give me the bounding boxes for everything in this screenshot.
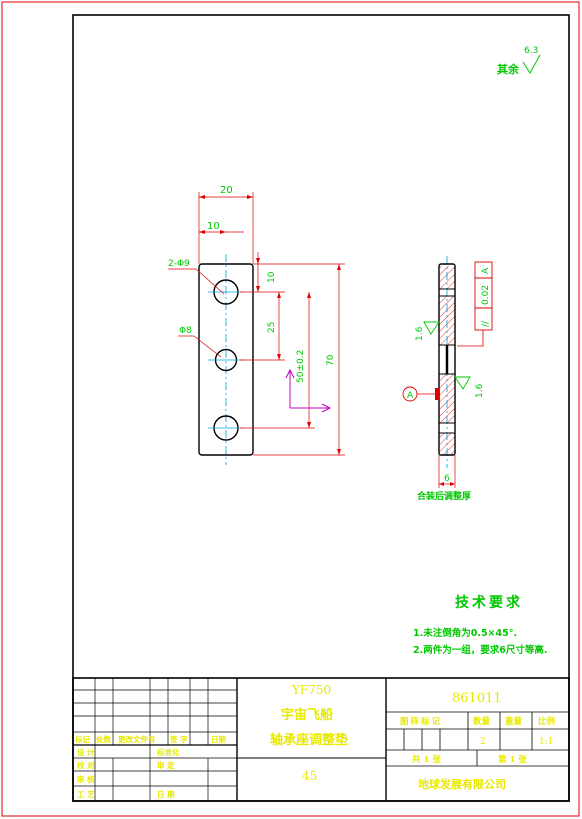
rev-count: 处数: [95, 734, 111, 744]
parallelism-frame: [474, 261, 493, 331]
datum-label: A: [407, 391, 414, 401]
dim-hole-x: 10: [207, 221, 220, 232]
sheets-total: 共 1 张: [412, 754, 441, 765]
role-check: 校 对: [77, 760, 95, 770]
product-code: YF750: [291, 683, 331, 697]
hdr-qty: 数量: [473, 716, 491, 727]
company-name: 地球发展有限公司: [418, 777, 506, 791]
role-design: 设 计: [77, 747, 95, 757]
tech-req-line2: 2.两件为一组，要求6尺寸等高.: [413, 644, 547, 656]
parallel-tol: 0.02: [481, 285, 491, 305]
roughness-general: 其余 6.3: [497, 46, 541, 76]
dim-pitch2: 50±0.2: [296, 350, 306, 383]
sheet-no: 第 1 张: [498, 754, 527, 765]
leader-center: [193, 335, 222, 358]
roughness-right-icon: [454, 376, 471, 390]
side-view: 1.6 1.6 // 0.02 A A 6 合装后调整厚: [402, 256, 493, 502]
hdr-scale: 比例: [538, 716, 556, 727]
roughness-label: 其余: [497, 62, 520, 76]
dim-height: 70: [326, 354, 336, 366]
hdr-weight: 重量: [505, 716, 523, 727]
rev-date: 日期: [211, 734, 226, 744]
roughness-symbol-icon: [522, 54, 541, 74]
roughness-left-icon: [423, 321, 440, 335]
title-block: 标记 处数 更改文件号 签 字 日期 设 计 校 对 审 核 工 艺 标准化 审…: [72, 677, 570, 802]
role-approve: 审 定: [157, 760, 175, 770]
part-name: 轴承座调整垫: [270, 732, 348, 748]
rev-mark: 标记: [74, 734, 90, 744]
roughness-value: 6.3: [524, 46, 538, 56]
leader-holes: [195, 268, 225, 295]
scale-value: 1:1: [539, 737, 553, 747]
parallel-datum: A: [481, 267, 491, 274]
side-note: 合装后调整厚: [417, 490, 471, 502]
rev-doc: 更改文件号: [118, 734, 156, 744]
ucs-axis-icon: [285, 368, 332, 413]
product-name: 宇宙飞船: [281, 707, 333, 723]
material: 45: [302, 769, 317, 783]
front-view: 20 10 10 25 50±0.2 70 2-Φ9 Φ8: [168, 185, 345, 465]
roughness-left: 1.6: [415, 326, 425, 341]
label-holes: 2-Φ9: [168, 259, 190, 269]
plate-outline: [198, 263, 254, 456]
dim-thickness: 6: [444, 474, 450, 484]
role-process: 工 艺: [77, 789, 95, 799]
role-review: 审 核: [77, 774, 95, 784]
tech-req-title: 技术要求: [455, 594, 523, 611]
role-std: 标准化: [156, 747, 180, 757]
qty-value: 2: [480, 737, 486, 747]
drawing-number: 861011: [452, 691, 502, 706]
technical-requirements: 技术要求 1.未注倒角为0.5×45°. 2.两件为一组，要求6尺寸等高.: [413, 594, 547, 656]
rev-sign: 签 字: [169, 734, 188, 744]
dim-width: 20: [220, 185, 233, 196]
role-date: 日 期: [157, 789, 175, 799]
label-center: Φ8: [179, 326, 192, 336]
parallelism-leader: [457, 330, 484, 347]
hdr-mark: 图样标记: [400, 716, 442, 727]
dim-top: 10: [267, 271, 277, 283]
side-outline: [438, 263, 456, 456]
tech-req-line1: 1.未注倒角为0.5×45°.: [413, 627, 517, 639]
parallel-symbol: //: [481, 320, 491, 327]
dim-pitch1: 25: [267, 322, 277, 333]
roughness-right: 1.6: [475, 383, 485, 398]
